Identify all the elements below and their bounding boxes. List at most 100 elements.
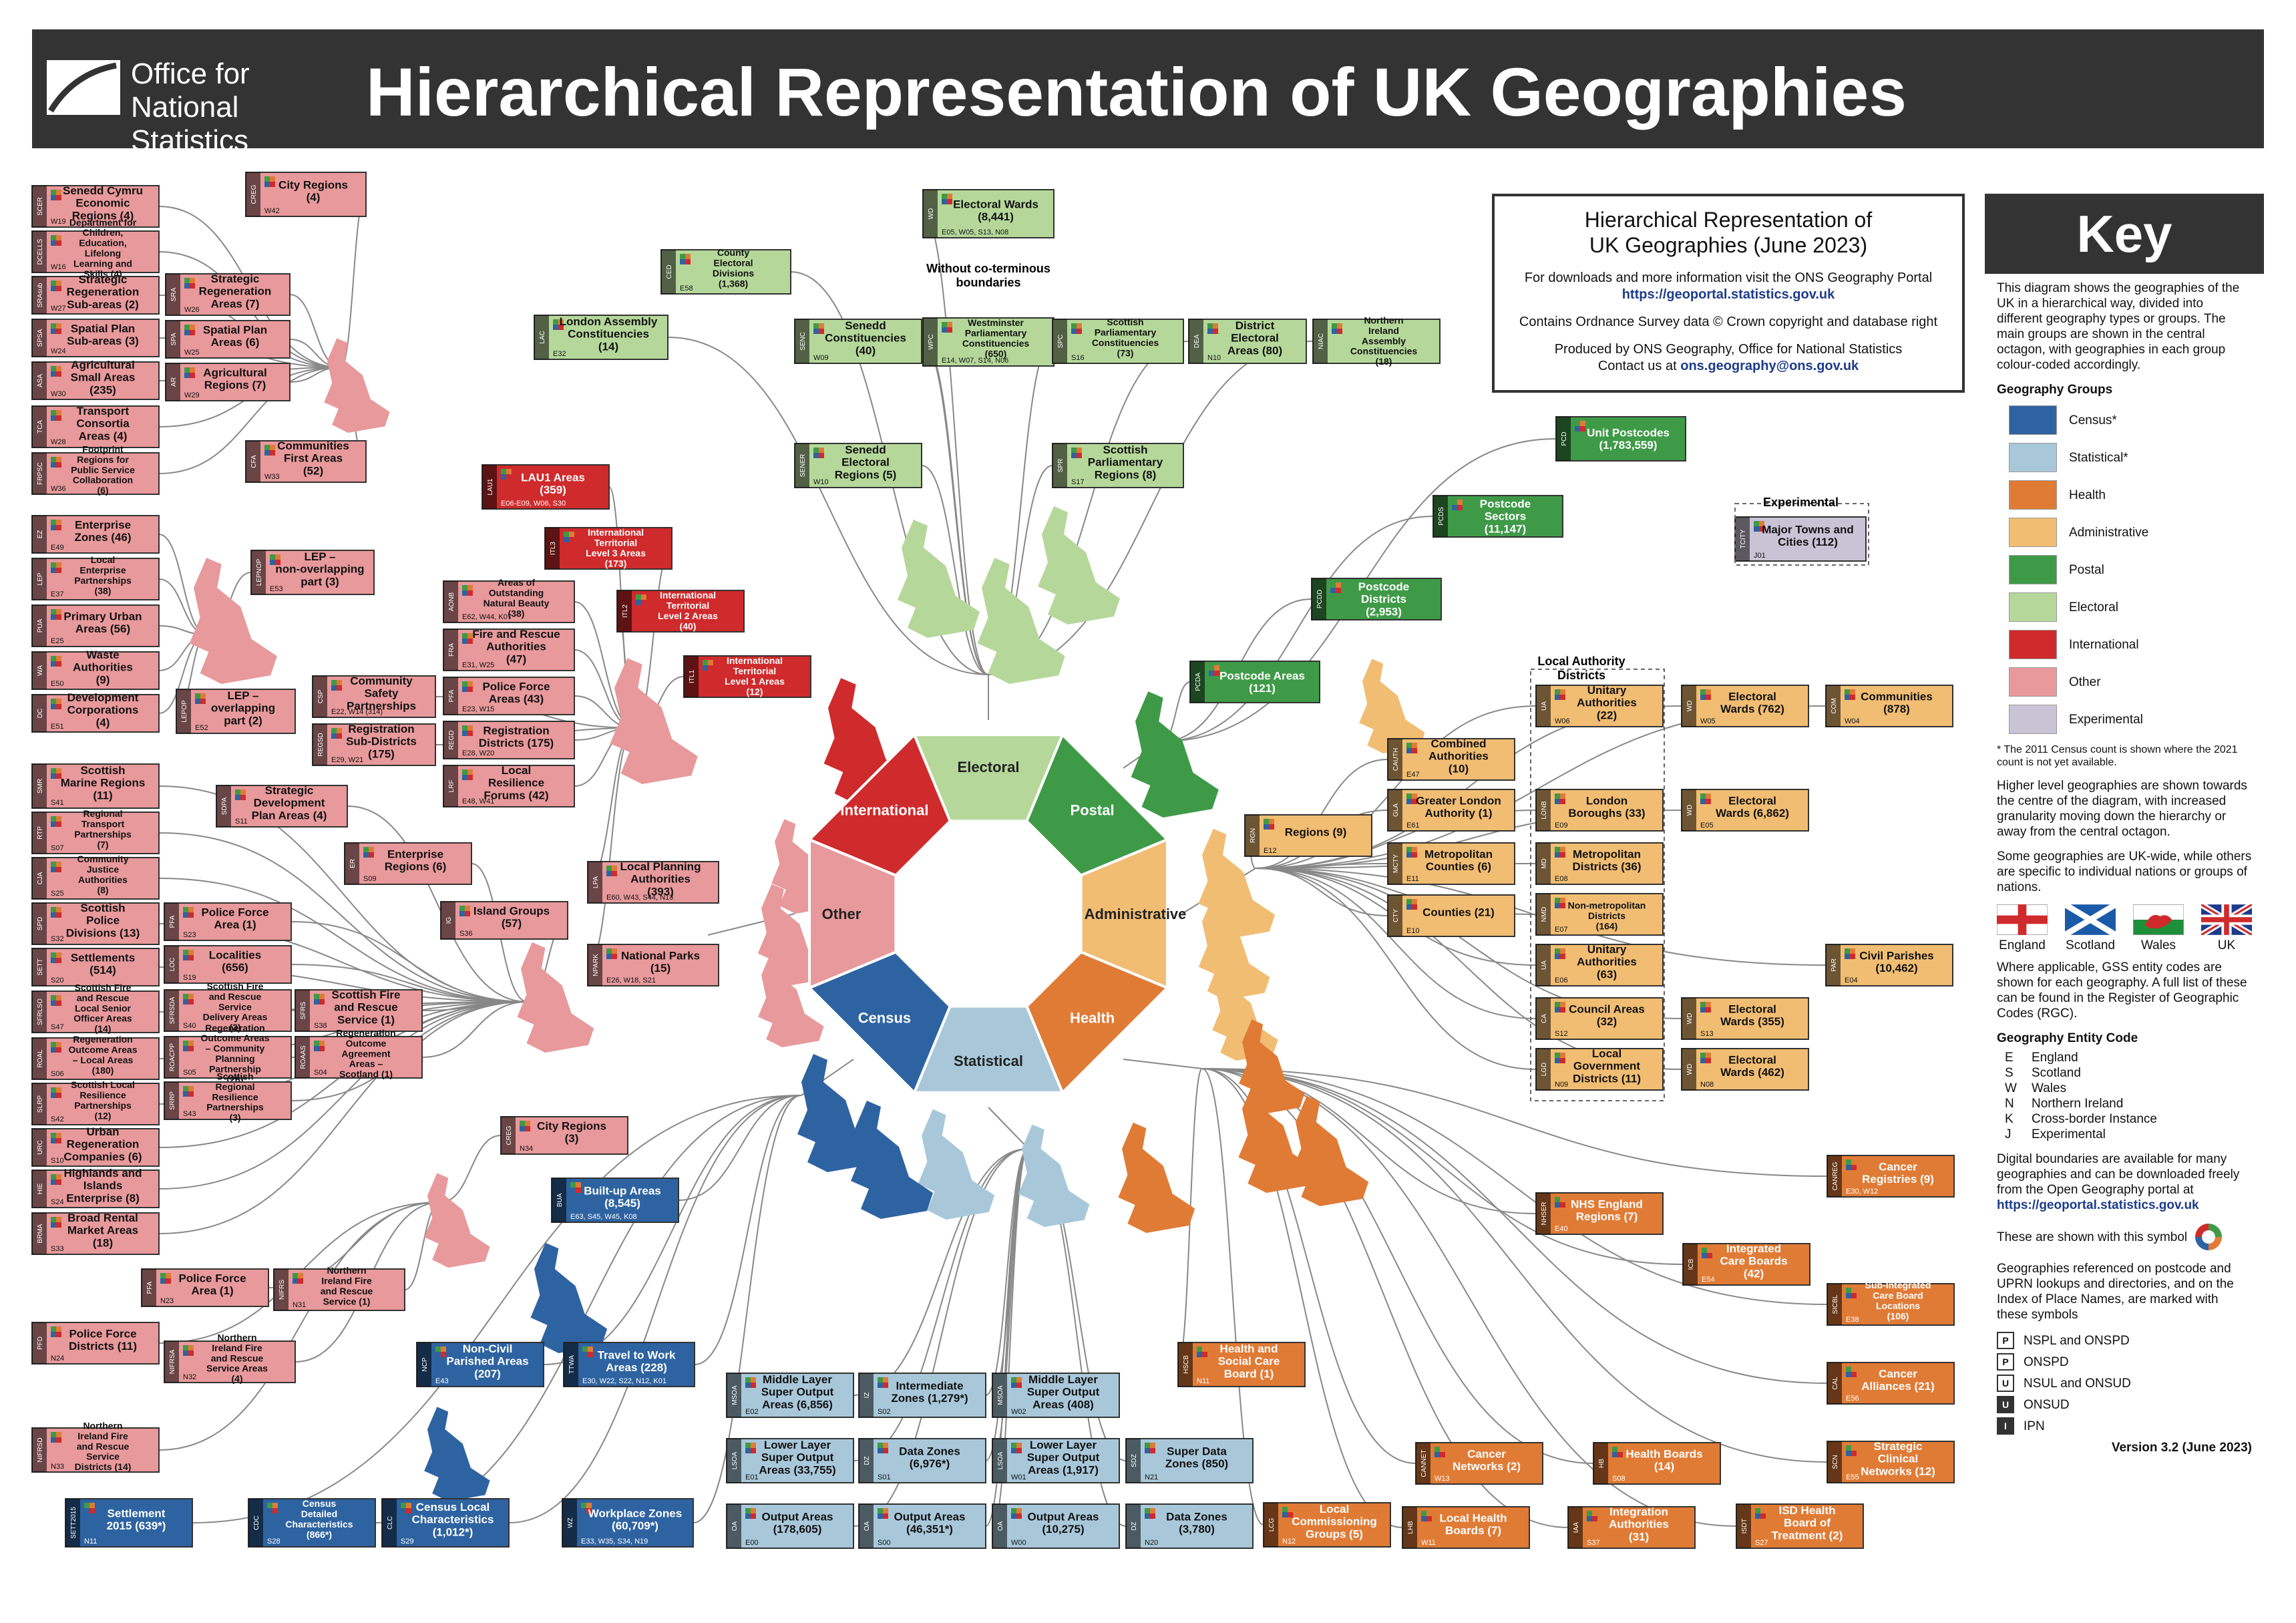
info-portal-link[interactable]: https://geoportal.statistics.gov.uk [1621,287,1835,302]
info-contact-email[interactable]: ons.geography@ons.gov.uk [1680,359,1859,373]
key-portal-link[interactable]: https://geoportal.statistics.gov.uk [1997,1198,2199,1212]
